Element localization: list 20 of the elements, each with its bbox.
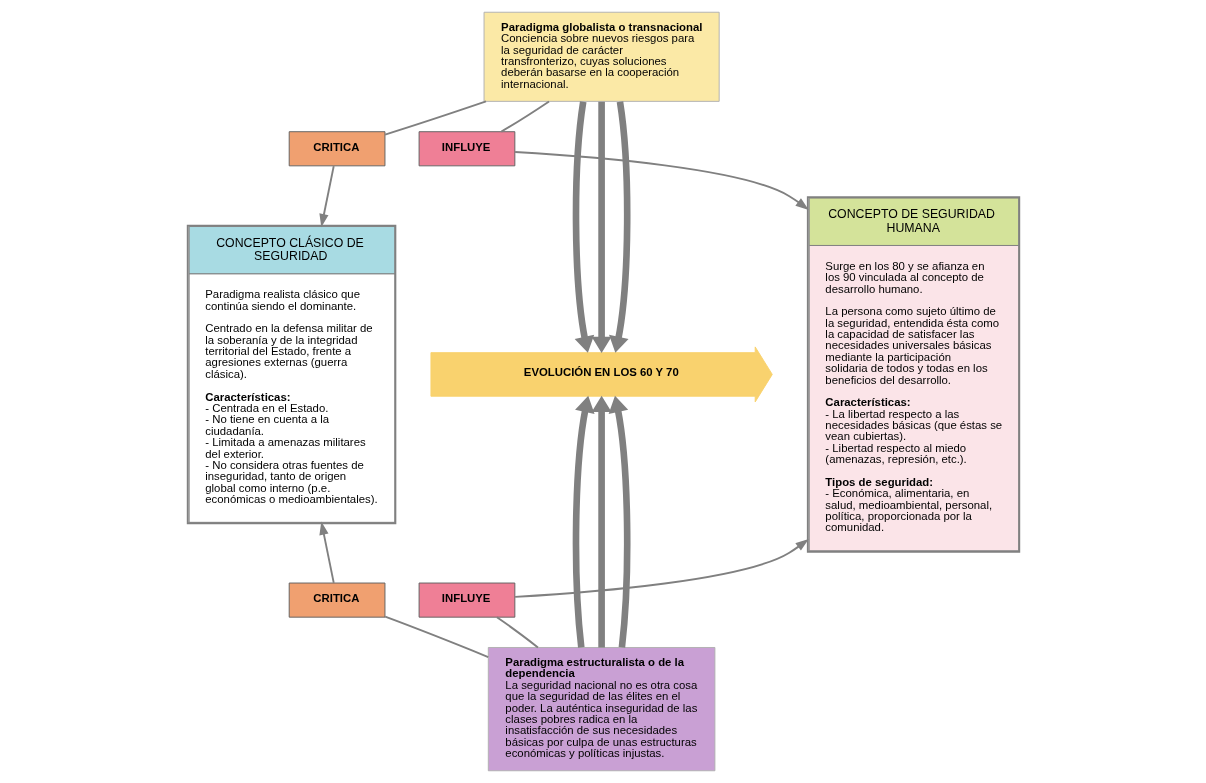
- node-box: INFLUYE: [418, 582, 515, 618]
- connector: [383, 100, 487, 136]
- arrow: [591, 395, 612, 648]
- arrow: [608, 395, 630, 648]
- node-box: CRITICA: [288, 131, 385, 167]
- arrow: [608, 101, 630, 353]
- node-box: Paradigma estructuralista o de la dependencia La seguridad nacional no es otra cosa que la seguridad de las élites en el poder. La auténtica inseguridad de las clases pobres radica en la insatisfacción de sus necesidades básicas por culpa de unas estructuras económicas y políticas injustas.: [487, 647, 715, 772]
- connector: [499, 100, 550, 133]
- arrow: [318, 165, 335, 228]
- node-box: CRITICA: [288, 582, 385, 618]
- connector: [383, 615, 489, 659]
- arrow: [572, 101, 594, 353]
- connector: [495, 616, 539, 649]
- arrow: [318, 521, 335, 584]
- arrow: [513, 151, 809, 210]
- node-box: Paradigma globalista o transnacional Conciencia sobre nuevos riesgos para la seguridad de carácter transfronterizo, cuyas soluciones deberán basarse en la cooperación internacional.: [483, 11, 720, 102]
- arrow: [572, 395, 595, 648]
- arrow: [513, 538, 809, 598]
- node-box: INFLUYE: [418, 131, 515, 167]
- arrow: [591, 101, 612, 353]
